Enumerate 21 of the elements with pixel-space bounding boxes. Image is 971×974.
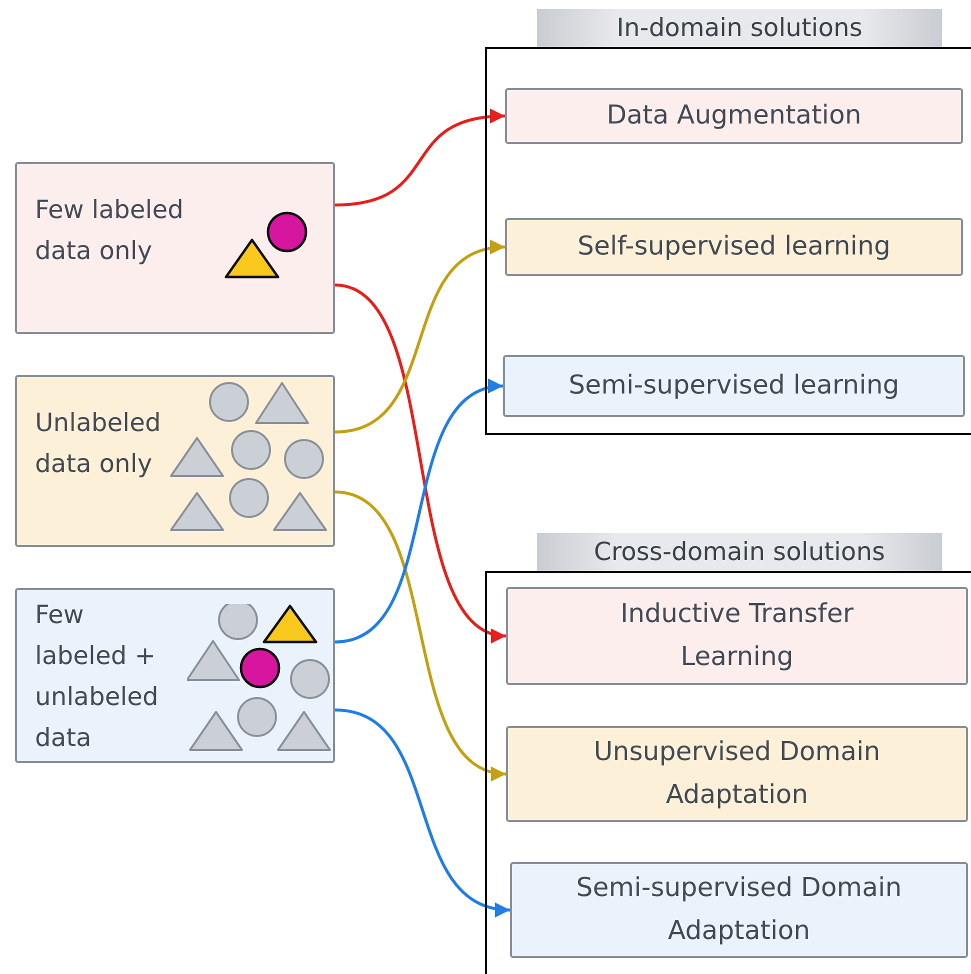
solution-box: [506, 587, 968, 685]
solution-box: [503, 355, 965, 417]
solution-box: [505, 218, 963, 276]
data-box: [15, 588, 335, 763]
node-label: Few labeled + unlabeled data: [35, 599, 160, 754]
arrow: [334, 110, 506, 206]
node-label: Semi-supervised Domain Adaptation: [575, 872, 903, 948]
node-label: Inductive Transfer Learning: [619, 598, 855, 674]
node-label: Semi-supervised learning: [568, 370, 900, 402]
group-title: In-domain solutions: [537, 9, 942, 47]
solution-box: [510, 862, 968, 958]
solution-box: [506, 726, 968, 822]
node-label: Data Augmentation: [606, 100, 862, 132]
node-label: Unsupervised Domain Adaptation: [592, 736, 882, 812]
solution-box: [505, 88, 963, 144]
data-box: [15, 162, 335, 334]
node-label: Unlabeled data only: [35, 407, 162, 480]
node-label: Self-supervised learning: [576, 230, 892, 264]
data-box: [15, 375, 335, 547]
node-label: Few labeled data only: [35, 194, 184, 267]
group-title: Cross-domain solutions: [537, 533, 942, 571]
